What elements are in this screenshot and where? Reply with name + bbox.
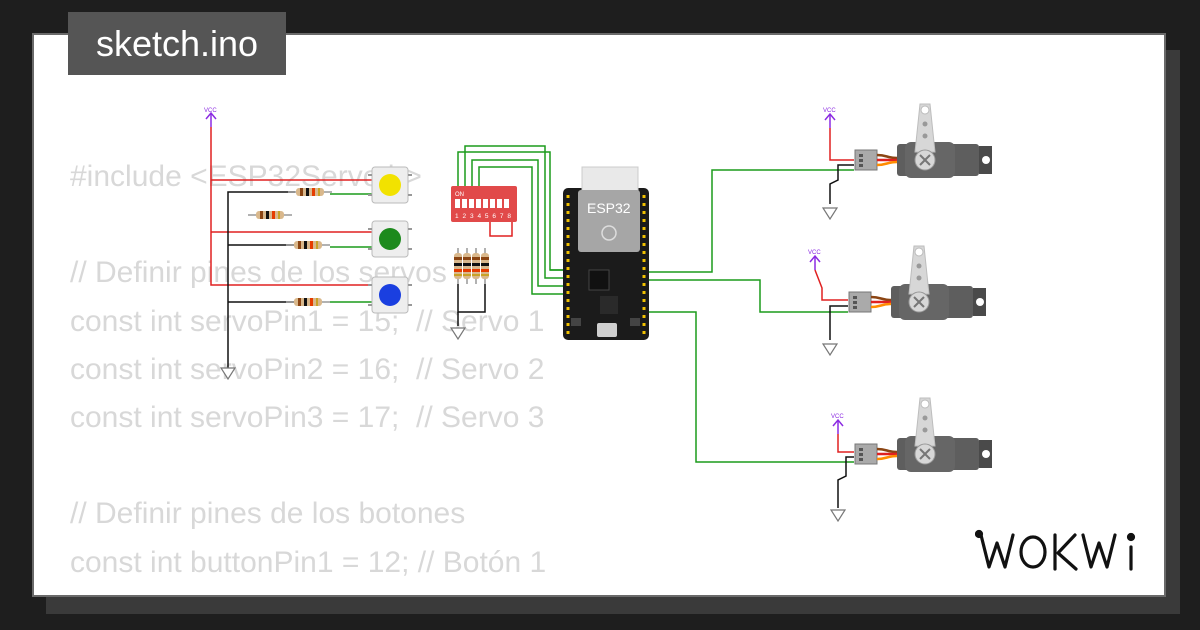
vcc-symbol — [205, 112, 217, 128]
vcc-wire — [210, 127, 380, 286]
servo-vcc-wire — [837, 434, 854, 453]
code-line: const int servoPin3 = 17; // Servo 3 — [70, 400, 545, 434]
ground-symbol — [822, 343, 838, 356]
pushbutton-blue[interactable] — [368, 276, 412, 314]
ground-symbol — [450, 327, 466, 340]
resistor — [471, 247, 481, 285]
esp32-board[interactable]: ESP32 — [563, 166, 649, 340]
servo3-signal-wire — [649, 311, 854, 463]
dip-signal-wire — [471, 159, 570, 287]
servo1-signal-wire — [649, 169, 854, 273]
dip-on-label: ON — [455, 192, 464, 198]
vcc-label: VCC — [204, 108, 217, 114]
ground-symbol — [830, 509, 846, 522]
code-line: const int servoPin1 = 15; // Servo 1 — [70, 304, 545, 338]
servo-motor-3[interactable] — [853, 396, 994, 474]
code-line: const int servoPin2 = 16; // Servo 2 — [70, 352, 545, 386]
resistor — [247, 210, 293, 220]
filename-badge: sketch.ino — [68, 12, 286, 75]
ground-symbol — [822, 207, 838, 220]
servo-ground-wire — [829, 305, 848, 340]
ground-wire — [227, 191, 295, 368]
ground-symbol — [220, 367, 236, 380]
vcc-symbol — [824, 113, 836, 129]
servo-vcc-wire — [829, 128, 854, 161]
resistor — [480, 247, 490, 285]
code-line: const int buttonPin1 = 12; // Botón 1 — [70, 545, 547, 579]
resistor — [285, 240, 331, 250]
vcc-symbol — [809, 255, 821, 271]
dip-signal-wire — [464, 145, 570, 279]
board-label: ESP32 — [587, 200, 631, 216]
code-background: #include <ESP32Servo.h> // Definir pines… — [70, 153, 547, 595]
vcc-label: VCC — [823, 108, 836, 114]
code-line: // Definir pines de los botones — [70, 497, 466, 531]
dip-signal-wire — [478, 166, 570, 295]
servo-motor-2[interactable] — [847, 244, 988, 322]
dip-numbers: 1 2 3 4 5 6 7 8 — [455, 213, 511, 220]
pushbutton-yellow[interactable] — [368, 166, 412, 204]
button-cap — [379, 174, 401, 196]
dip-vcc-wire — [489, 222, 513, 237]
resistor — [462, 247, 472, 285]
button-cap — [379, 284, 401, 306]
vcc-label: VCC — [831, 414, 844, 420]
servo-ground-wire — [837, 456, 854, 508]
dip-switch[interactable]: ON 1 2 3 4 5 6 7 8 — [451, 186, 517, 222]
resistor — [287, 187, 333, 197]
vcc-label: VCC — [808, 250, 821, 256]
ground-wire — [457, 284, 486, 313]
code-line: const int buttonPin2 = 13; // Botón 2 — [70, 587, 546, 595]
servo-motor-1[interactable] — [853, 102, 994, 180]
servo2-signal-wire — [649, 279, 848, 313]
resistor — [453, 247, 463, 285]
resistor — [285, 297, 331, 307]
button-cap — [379, 228, 401, 250]
pushbutton-green[interactable] — [368, 220, 412, 258]
servo-vcc-wire — [814, 269, 848, 301]
servo-ground-wire — [829, 164, 854, 204]
wokwi-logo — [975, 529, 1136, 571]
vcc-symbol — [832, 419, 844, 435]
